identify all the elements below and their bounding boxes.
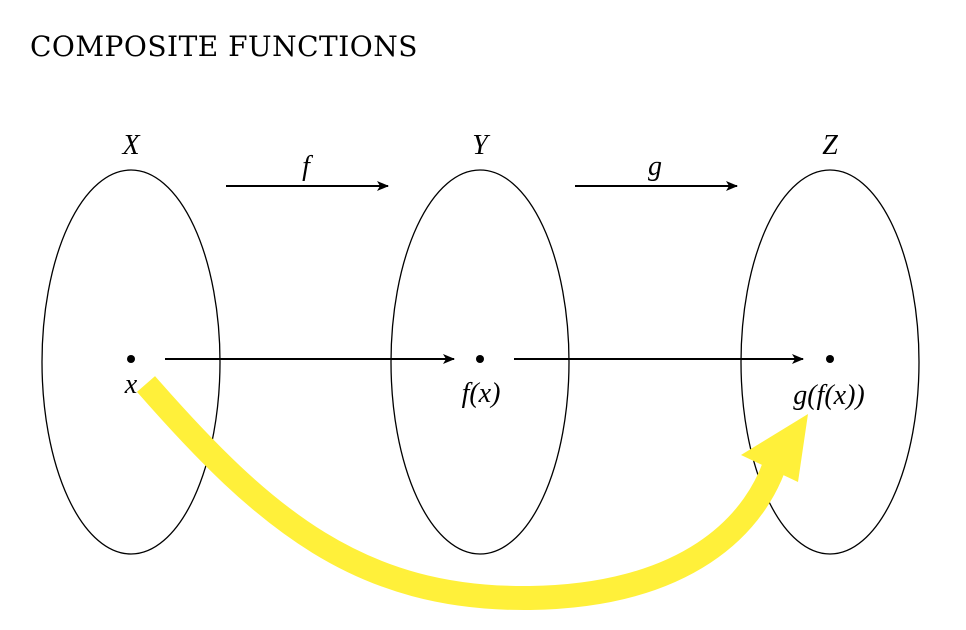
composite-arrow-shaft [136,376,792,611]
composite-highlight-arrow [136,376,808,611]
set-x-ellipse [41,169,221,555]
composite-arrow-head [741,414,808,482]
x-point-label: x [124,369,138,400]
gfx-point-label: g(f(x)) [793,380,865,411]
set-z-label: Z [822,130,838,161]
x-point-dot [127,355,135,363]
map-f-label: f [302,151,313,182]
map-g-label: g [648,151,662,182]
set-y-ellipse [390,169,570,555]
fx-point-label: f(x) [462,378,501,409]
set-y-label: Y [472,130,491,161]
page-title: COMPOSITE FUNCTIONS [30,30,418,63]
fx-point-dot [476,355,484,363]
set-z-ellipse [740,169,920,555]
set-x-label: X [121,130,140,161]
gfx-point-dot [826,355,834,363]
